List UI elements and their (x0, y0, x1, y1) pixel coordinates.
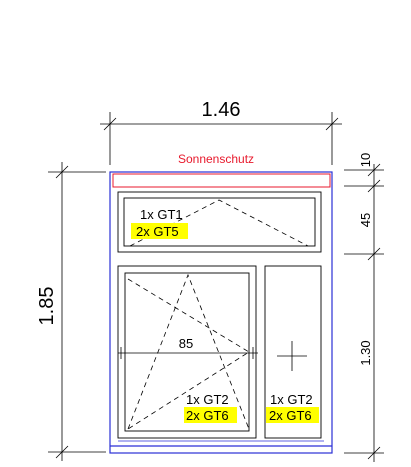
left-sash-label-line2: 2x GT6 (186, 408, 229, 423)
height-dimension: 1.85 (36, 162, 106, 461)
lower-height-label: 1.30 (358, 340, 373, 365)
left-sash: 85 1x GT2 2x GT6 (117, 265, 258, 439)
outer-window-frame (109, 171, 333, 454)
sun-protection-label: Sonnenschutz (178, 152, 254, 166)
left-sash-label-line1: 1x GT2 (186, 392, 229, 407)
chain-dimension: 10 45 1.30 (344, 153, 384, 462)
transom-height-label: 45 (358, 213, 373, 227)
right-pane-label-line1: 1x GT2 (270, 392, 313, 407)
sun-protection-box: Sonnenschutz (112, 152, 331, 188)
width-dimension-label: 1.46 (202, 99, 241, 121)
sun-protection-height-label: 10 (358, 153, 373, 167)
plus-cross-icon (277, 341, 307, 371)
transom-label-line2: 2x GT5 (136, 224, 179, 239)
transom-label-line1: 1x GT1 (140, 207, 183, 222)
width-dimension: 1.46 (100, 99, 342, 165)
right-fixed-pane: 1x GT2 2x GT6 (264, 265, 322, 439)
sash-width-label: 85 (179, 336, 193, 351)
right-pane-label-line2: 2x GT6 (269, 408, 312, 423)
transom-sash: 1x GT1 2x GT5 (117, 191, 322, 253)
height-dimension-label: 1.85 (36, 287, 58, 326)
